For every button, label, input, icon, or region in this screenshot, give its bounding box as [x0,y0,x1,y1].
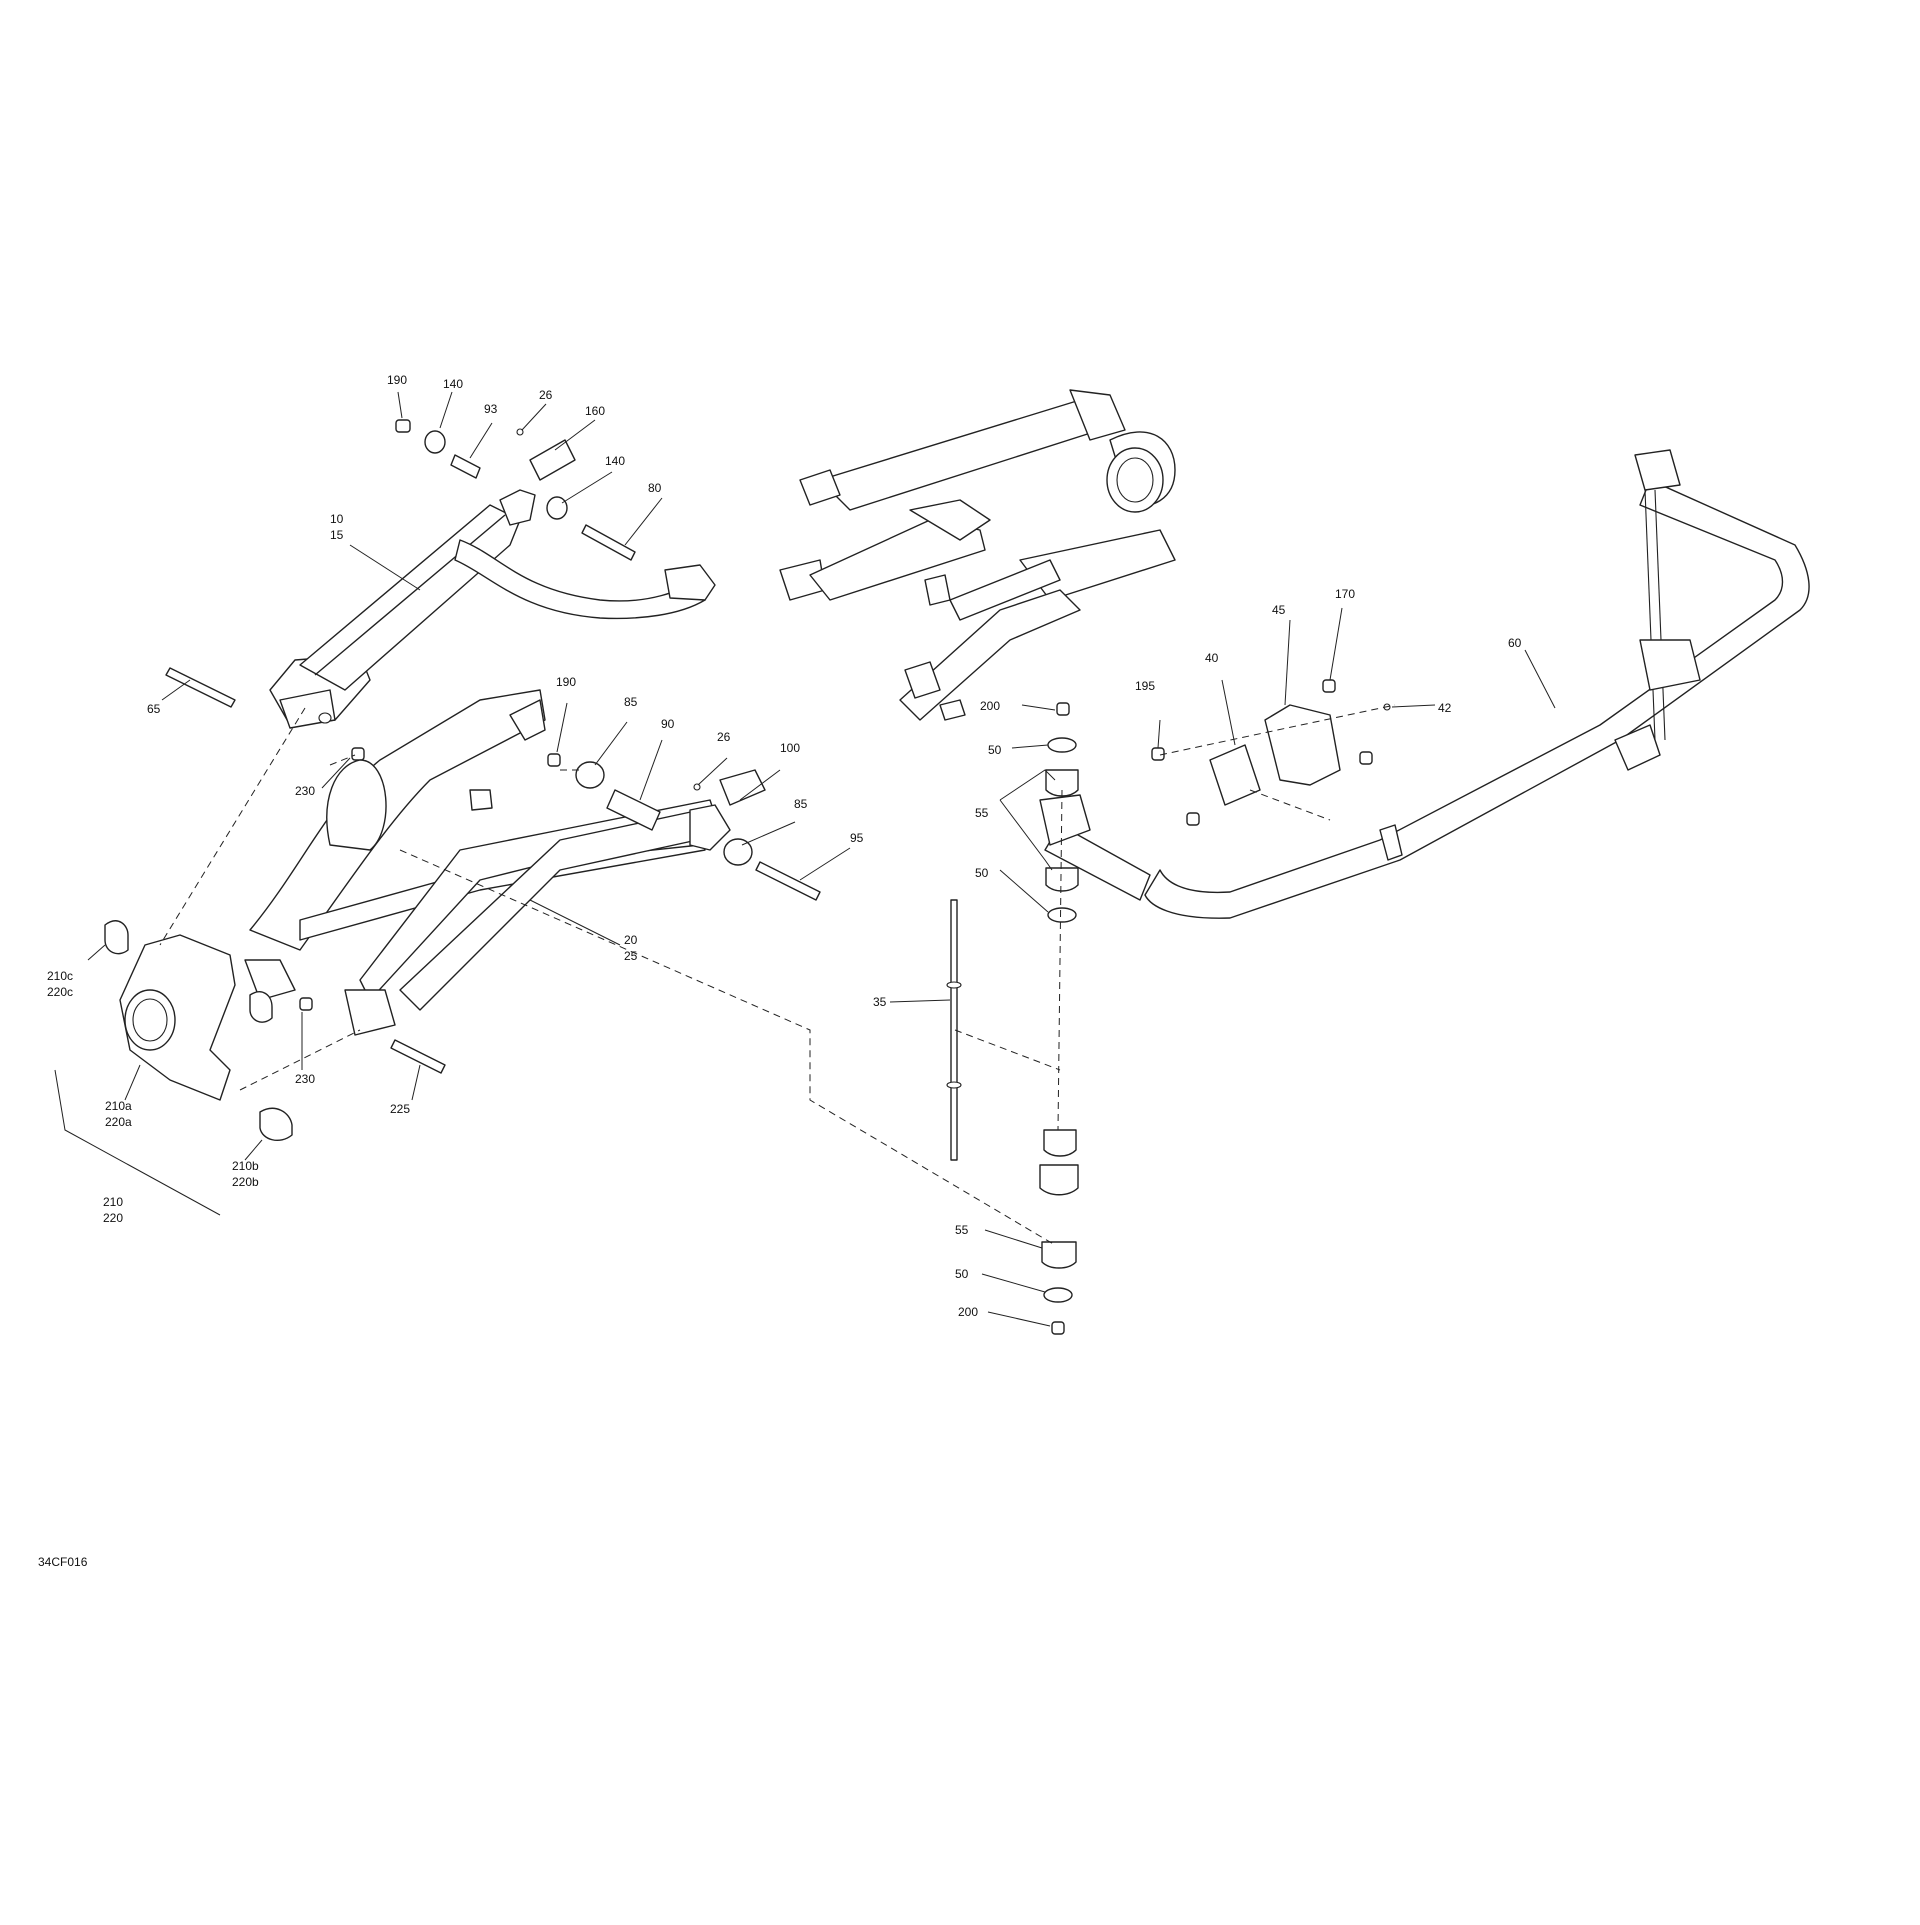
callout-50b: 50 [975,866,989,880]
bushing-40 [1209,744,1261,806]
assembled-suspension [779,389,1176,721]
callout-140b: 140 [605,454,625,468]
callout-220c: 220c [47,985,73,999]
lower-arm-hardware [299,753,821,1074]
bracket-45 [1264,704,1341,786]
plate-100 [719,769,766,806]
callout-100: 100 [780,741,800,755]
upper-arm-hardware [165,419,636,761]
nut-200-top [1056,702,1070,716]
callout-200: 200 [980,699,1000,713]
callout-10: 10 [330,512,344,526]
bolt-170 [1322,679,1336,693]
callout-93: 93 [484,402,498,416]
bolt-225 [390,1039,446,1074]
callout-85b: 85 [794,797,808,811]
bushing-140b [546,496,568,520]
grommet-55-top-b [1045,867,1079,892]
upper-a-arm [269,489,716,729]
assembly-dash-lines [159,704,1396,1246]
callout-15: 15 [330,528,344,542]
callout-labels: 190 140 93 26 160 140 80 10 15 65 230 19… [47,373,1522,1319]
callout-80: 80 [648,481,662,495]
figure-code: 34CF016 [38,1555,88,1569]
bushing-85 [575,761,605,789]
grommet-lower-b [1039,1164,1079,1196]
callout-50c: 50 [955,1267,969,1281]
callout-210: 210 [103,1195,123,1209]
callout-170: 170 [1335,587,1355,601]
callout-42: 42 [1438,701,1452,715]
callout-85: 85 [624,695,638,709]
bushing-140 [424,430,446,454]
callout-26b: 26 [717,730,731,744]
callout-50: 50 [988,743,1002,757]
callout-230: 230 [295,784,315,798]
grease-fitting-26 [516,428,524,436]
grommet-55-top [1045,769,1079,797]
bushing-mid [249,991,273,1023]
rod-35 [950,899,958,1161]
callout-195: 195 [1135,679,1155,693]
plate-160 [529,439,576,481]
callout-220b: 220b [232,1175,259,1189]
callout-55b: 55 [955,1223,969,1237]
callout-210c: 210c [47,969,73,983]
grommet-lower-a [1043,1129,1077,1157]
nut-190 [395,419,411,433]
callout-190: 190 [387,373,407,387]
bushing-210b [259,1107,293,1142]
grommet-55-bottom [1041,1241,1077,1269]
nut-195b [1186,812,1200,826]
bushing-85b [723,838,753,866]
callout-220a: 220a [105,1115,132,1129]
nut-195 [1151,747,1165,761]
callout-20: 20 [624,933,638,947]
lower-a-arm [244,689,731,1036]
callout-40: 40 [1205,651,1219,665]
callout-225: 225 [390,1102,410,1116]
bolt-80 [581,524,636,561]
callout-65: 65 [147,702,161,716]
washer-50-mid [1047,907,1077,923]
sway-bar [1039,449,1810,919]
callout-95: 95 [850,831,864,845]
bolt-95 [755,861,821,901]
knuckle-assembly [104,920,293,1142]
link-rod-stack [946,702,1079,1335]
callout-230b: 230 [295,1072,315,1086]
nut-190b [547,753,561,767]
washer-50-top [1047,737,1077,753]
grease-fitting-26b [693,783,701,791]
callout-26: 26 [539,388,553,402]
callout-210a: 210a [105,1099,132,1113]
callout-35: 35 [873,995,887,1009]
nut-200-bottom [1051,1321,1065,1335]
callout-140: 140 [443,377,463,391]
callout-60: 60 [1508,636,1522,650]
sleeve-93 [450,454,481,479]
sway-bar-bushing-hardware [1151,679,1391,826]
callout-190b: 190 [556,675,576,689]
callout-90: 90 [661,717,675,731]
nut-230 [351,747,365,761]
bushing-210c [104,920,129,955]
sleeve-90 [606,789,661,831]
callout-160: 160 [585,404,605,418]
callout-45: 45 [1272,603,1286,617]
nut-230b [299,997,313,1011]
leader-lines [54,391,1556,1327]
callout-220: 220 [103,1211,123,1225]
bolt-170b [1359,751,1373,765]
callout-210b: 210b [232,1159,259,1173]
washer-50-bottom [1043,1287,1073,1303]
bolt-65 [165,667,236,708]
callout-25: 25 [624,949,638,963]
callout-200b: 200 [958,1305,978,1319]
callout-55: 55 [975,806,989,820]
